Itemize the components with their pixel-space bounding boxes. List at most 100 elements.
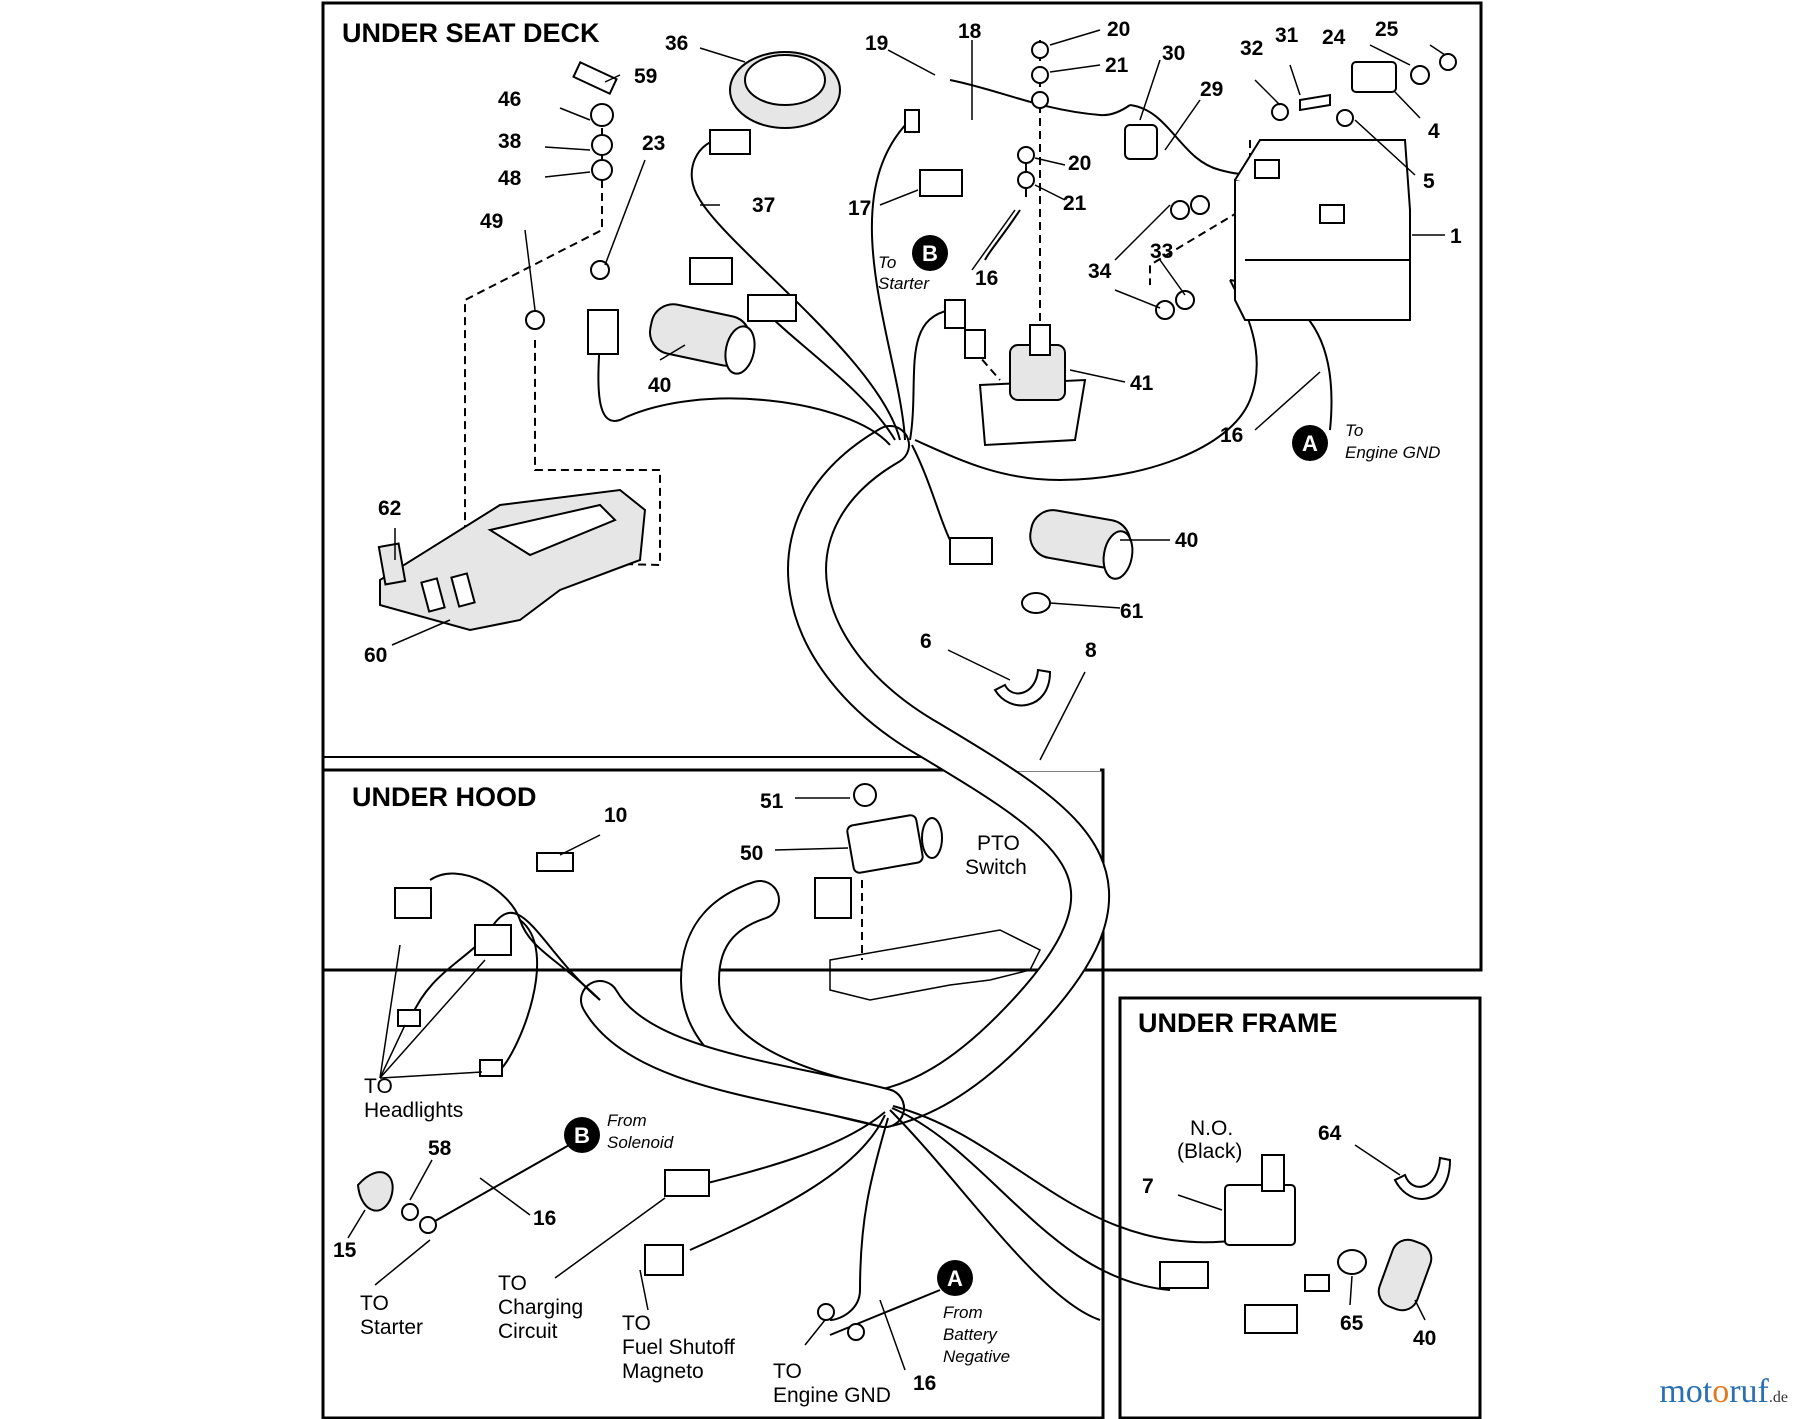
callout-a-bottom: A [937, 1260, 973, 1296]
part-num-51: 51 [760, 790, 784, 813]
part-num-8: 8 [1085, 639, 1097, 662]
part-num-23: 23 [642, 132, 665, 155]
svg-text:TO: TO [622, 1312, 651, 1335]
part-num-20a: 20 [1107, 18, 1130, 41]
part-num-40c: 40 [1413, 1327, 1436, 1350]
lower-harness-branches [644, 1105, 1241, 1321]
leader-lines [347, 29, 1446, 1371]
fuse-40-frame [1377, 1238, 1433, 1312]
part-num-34: 34 [1088, 260, 1112, 283]
part-num-21a: 21 [1105, 54, 1129, 77]
part-num-32: 32 [1240, 37, 1263, 60]
part-num-38: 38 [498, 130, 522, 153]
part-num-40a: 40 [648, 374, 671, 397]
label-to-engine-gnd-top: To Engine GND [1345, 421, 1440, 462]
svg-text:From: From [943, 1303, 983, 1322]
section-title-hood: UNDER HOOD [352, 782, 537, 812]
part-num-36: 36 [665, 32, 688, 55]
clip-10 [536, 852, 574, 872]
part-num-25: 25 [1375, 18, 1399, 41]
panel-under-frame [1118, 996, 1482, 1419]
part-num-33: 33 [1150, 240, 1173, 263]
part-num-7: 7 [1142, 1175, 1154, 1198]
svg-text:B: B [922, 241, 938, 266]
switch-7 [1159, 1154, 1298, 1334]
svg-text:Headlights: Headlights [364, 1099, 463, 1122]
svg-text:(Black): (Black) [1177, 1140, 1242, 1163]
label-to-starter-top: To Starter [878, 253, 930, 293]
part-num-62: 62 [378, 497, 401, 520]
part-num-18: 18 [958, 20, 982, 43]
svg-text:TO: TO [360, 1292, 389, 1315]
svg-text:B: B [574, 1123, 590, 1148]
label-to-fuel-shutoff: TO Fuel Shutoff Magneto [622, 1312, 735, 1383]
svg-text:Starter: Starter [878, 274, 930, 293]
part-numbers: 36 19 18 20 21 30 32 31 24 25 4 29 5 1 5… [333, 18, 1462, 1395]
callout-b-bottom: B [564, 1117, 600, 1153]
panel-under-hood [321, 768, 1105, 1419]
part-num-64: 64 [1318, 1122, 1342, 1145]
section-title-seat: UNDER SEAT DECK [342, 18, 600, 48]
part-num-31: 31 [1275, 24, 1299, 47]
panel-under-seat-deck [321, 1, 1483, 972]
part-num-21b: 21 [1063, 192, 1087, 215]
label-no-black: N.O. (Black) [1177, 1117, 1242, 1163]
part-num-16c: 16 [533, 1207, 556, 1230]
svg-text:To: To [1345, 421, 1363, 440]
svg-text:Switch: Switch [965, 856, 1027, 879]
label-from-solenoid: From Solenoid [607, 1111, 674, 1152]
svg-text:A: A [947, 1266, 963, 1291]
svg-text:Charging: Charging [498, 1296, 583, 1319]
svg-text:Engine GND: Engine GND [773, 1384, 891, 1407]
key-switch-part [525, 60, 618, 330]
svg-text:N.O.: N.O. [1190, 1117, 1233, 1140]
main-harness-tube [580, 425, 1111, 1128]
part-num-37: 37 [752, 194, 775, 217]
part-num-40b: 40 [1175, 529, 1198, 552]
connector-65 [1304, 1249, 1367, 1292]
part-num-19: 19 [865, 32, 888, 55]
console-60 [377, 488, 647, 632]
svg-text:TO: TO [773, 1360, 802, 1383]
part-num-29: 29 [1200, 78, 1223, 101]
svg-text:TO: TO [364, 1075, 393, 1098]
pto-switch-50 [814, 783, 1042, 1001]
callout-a-top: A [1292, 425, 1328, 461]
label-to-engine-gnd-bottom: TO Engine GND [773, 1360, 891, 1407]
circuit-breaker-17 [919, 169, 963, 197]
svg-text:Negative: Negative [943, 1347, 1010, 1366]
part-num-61: 61 [1120, 600, 1144, 623]
svg-text:From: From [607, 1111, 647, 1130]
part-num-41: 41 [1130, 372, 1154, 395]
part-num-16b: 16 [1220, 424, 1243, 447]
callout-b-top: B [912, 235, 948, 271]
clamp-64 [1393, 1156, 1452, 1200]
part-num-20b: 20 [1068, 152, 1091, 175]
connectors-seat [587, 109, 986, 359]
svg-text:Battery: Battery [943, 1325, 998, 1344]
part-num-1: 1 [1450, 225, 1462, 248]
battery-hardware [1017, 41, 1457, 320]
clamp-6 [993, 668, 1052, 707]
part-num-15: 15 [333, 1239, 357, 1262]
part-num-10: 10 [604, 804, 627, 827]
svg-text:Solenoid: Solenoid [607, 1133, 674, 1152]
battery-1 [1234, 139, 1411, 321]
svg-text:Engine GND: Engine GND [1345, 443, 1440, 462]
part-num-48: 48 [498, 167, 522, 190]
svg-text:TO: TO [498, 1272, 527, 1295]
part-num-17: 17 [848, 197, 871, 220]
part-num-16d: 16 [913, 1372, 936, 1395]
svg-text:Starter: Starter [360, 1316, 423, 1339]
solenoid-41 [978, 324, 1087, 447]
label-to-charging-circuit: TO Charging Circuit [498, 1272, 583, 1343]
part-num-30: 30 [1162, 42, 1185, 65]
part-num-6: 6 [920, 630, 932, 653]
label-to-starter-bottom: TO Starter [360, 1292, 423, 1339]
part-num-4: 4 [1428, 120, 1440, 143]
part-num-49: 49 [480, 210, 503, 233]
label-from-battery-negative: From Battery Negative [943, 1303, 1010, 1366]
section-title-frame: UNDER FRAME [1138, 1008, 1338, 1038]
svg-text:Magneto: Magneto [622, 1360, 704, 1383]
